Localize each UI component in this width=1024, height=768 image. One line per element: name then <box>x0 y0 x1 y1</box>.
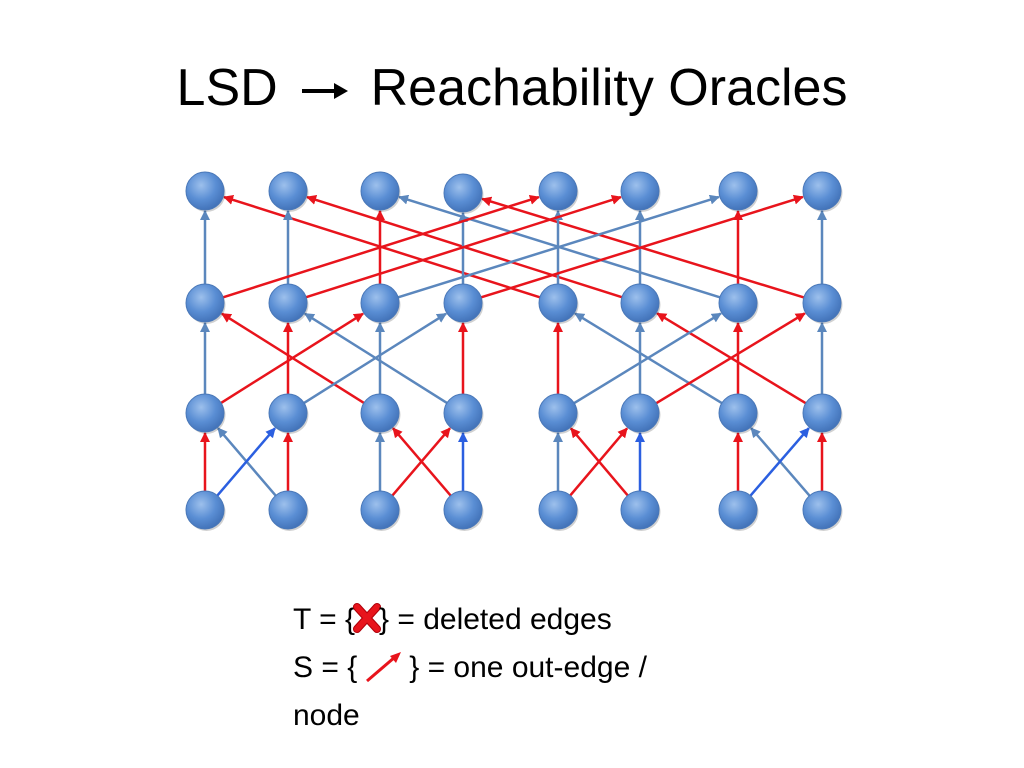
edge-red <box>480 194 804 299</box>
node-layer2-0 <box>185 283 225 323</box>
legend-deleted-edges: T = { } = deleted edges <box>293 603 612 636</box>
node-layer1-3 <box>443 393 483 433</box>
butterfly-network-diagram <box>185 171 843 531</box>
node-layer1-0 <box>185 393 225 433</box>
right-arrow-icon <box>302 83 349 100</box>
node-layer2-1 <box>268 283 308 323</box>
legend-out-edges: S = { } = one out-edge / <box>293 651 647 684</box>
edge-red <box>305 195 622 299</box>
node-layer0-2 <box>360 490 400 530</box>
title-right: Reachability Oracles <box>370 59 848 117</box>
edge-blue <box>303 312 447 404</box>
node-layer3-7 <box>802 171 842 211</box>
node-layer0-5 <box>620 490 660 530</box>
node-layer2-7 <box>802 283 842 323</box>
node-layer0-1 <box>268 490 308 530</box>
node-layer1-1 <box>268 393 308 433</box>
node-layer0-0 <box>185 490 225 530</box>
edges-layer <box>200 194 827 497</box>
node-layer2-2 <box>360 283 400 323</box>
node-layer0-7 <box>802 490 842 530</box>
node-layer2-5 <box>620 283 660 323</box>
node-layer0-4 <box>538 490 578 530</box>
node-layer1-2 <box>360 393 400 433</box>
slide-title: LSD Reachability Oracles <box>0 58 1024 118</box>
node-layer3-4 <box>538 171 578 211</box>
edge-red <box>220 312 364 404</box>
node-layer2-6 <box>718 283 758 323</box>
title-left: LSD <box>176 59 278 117</box>
node-layer2-4 <box>538 283 578 323</box>
edge-red <box>655 312 806 405</box>
node-layer3-5 <box>620 171 660 211</box>
edge-bright-blue <box>216 427 276 497</box>
red-x-icon <box>353 603 381 633</box>
node-layer2-3 <box>443 283 483 323</box>
edge-red <box>569 427 629 497</box>
edge-red <box>222 195 540 299</box>
node-layer1-5 <box>620 393 660 433</box>
nodes-layer <box>185 171 843 531</box>
edge-bright-blue <box>749 427 810 497</box>
edge-blue <box>397 194 720 299</box>
legend-wrap-text: node <box>293 699 360 732</box>
node-layer1-7 <box>802 393 842 433</box>
red-arrow-icon <box>366 652 402 683</box>
node-layer3-1 <box>268 171 308 211</box>
node-layer1-4 <box>538 393 578 433</box>
edge-red <box>391 427 451 497</box>
node-layer3-6 <box>718 171 758 211</box>
node-layer0-3 <box>443 490 483 530</box>
node-layer1-6 <box>718 393 758 433</box>
legend: T = { } = deleted edges S = { } = one ou… <box>293 596 733 740</box>
node-layer0-6 <box>718 490 758 530</box>
node-layer3-3 <box>443 173 483 213</box>
node-layer3-2 <box>360 171 400 211</box>
node-layer3-0 <box>185 171 225 211</box>
edge-blue <box>573 312 722 405</box>
